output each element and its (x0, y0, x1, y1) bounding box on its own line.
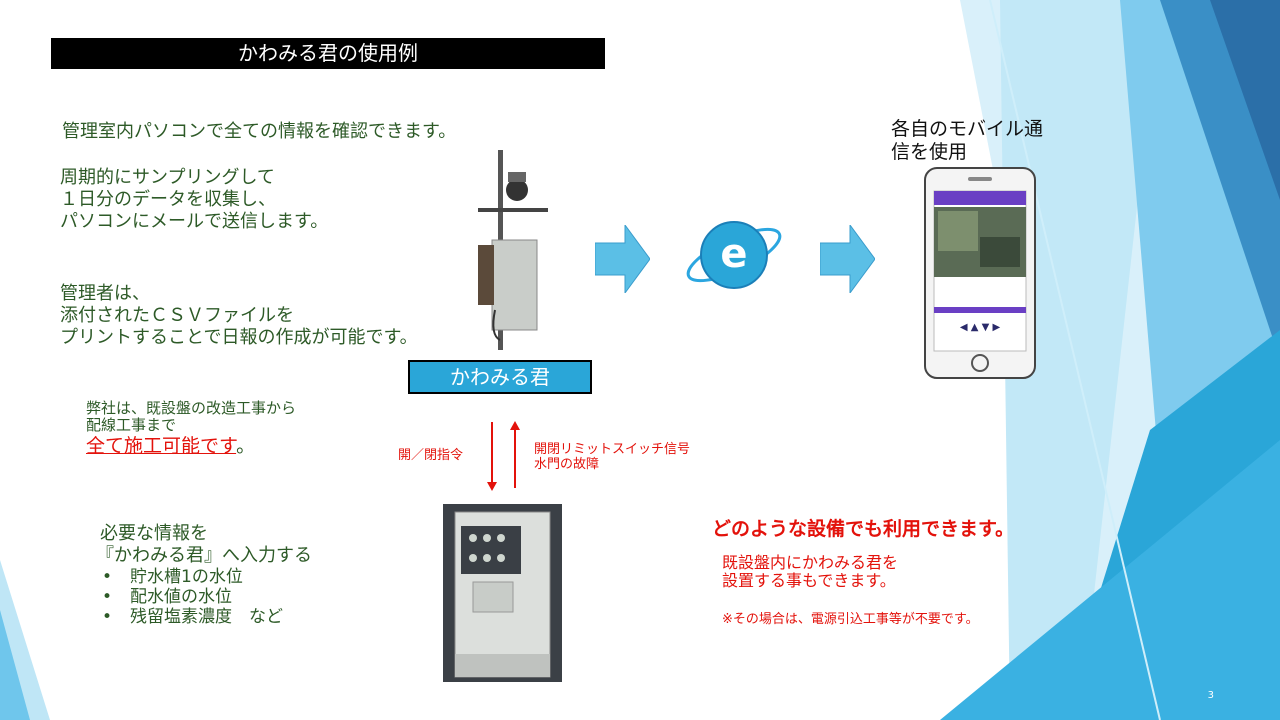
info-text-admin: 管理者は、 添付されたＣＳＶファイルを プリントすることで日報の作成が可能です。 (60, 283, 418, 348)
signal-arrows-icon (487, 421, 520, 491)
list-item: 残留塩素濃度 など (100, 607, 283, 627)
camera-pole-image (478, 150, 548, 350)
page-title: かわみる君の使用例 (51, 38, 605, 69)
svg-text:e: e (720, 231, 747, 277)
flow-arrow-right-1-icon (595, 225, 650, 293)
control-panel-image (443, 504, 562, 682)
signal-down-label: 開／閉指令 (398, 448, 464, 463)
emphasis-text: 全て施工可能です (86, 435, 237, 457)
svg-text:◀ ▲ ▼ ▶: ◀ ▲ ▼ ▶ (960, 322, 1001, 333)
smartphone-image: ◀ ▲ ▼ ▶ (924, 167, 1036, 379)
flow-arrow-right-2-icon (820, 225, 875, 293)
note-text: ※その場合は、電源引込工事等が不要です。 (722, 612, 979, 627)
mobile-label: 各自のモバイル通 信を使用 (891, 118, 1044, 163)
required-info-heading: 必要な情報を 『かわみる君』へ入力する (96, 523, 312, 566)
install-inside-panel-text: 既設盤内にかわみる君を 設置する事もできます。 (722, 553, 899, 590)
device-tag: かわみる君 (408, 360, 592, 394)
list-item: 貯水槽1の水位 (100, 567, 283, 587)
company-statement: 弊社は、既設盤の改造工事から 配線工事まで 全て施工可能です。 (86, 399, 297, 458)
required-info-list: 貯水槽1の水位 配水値の水位 残留塩素濃度 など (100, 567, 283, 627)
headline-any-equipment: どのような設備でも利用できます。 (712, 518, 1015, 540)
signal-up-label: 開閉リミットスイッチ信号 水門の故障 (534, 442, 691, 472)
internet-explorer-icon: e (686, 221, 782, 289)
info-text-pc: 管理室内パソコンで全ての情報を確認できます。 (62, 121, 457, 142)
page-number: 3 (1207, 690, 1214, 701)
info-text-sampling: 周期的にサンプリングして １日分のデータを収集し、 パソコンにメールで送信します… (60, 167, 329, 232)
list-item: 配水値の水位 (100, 587, 283, 607)
